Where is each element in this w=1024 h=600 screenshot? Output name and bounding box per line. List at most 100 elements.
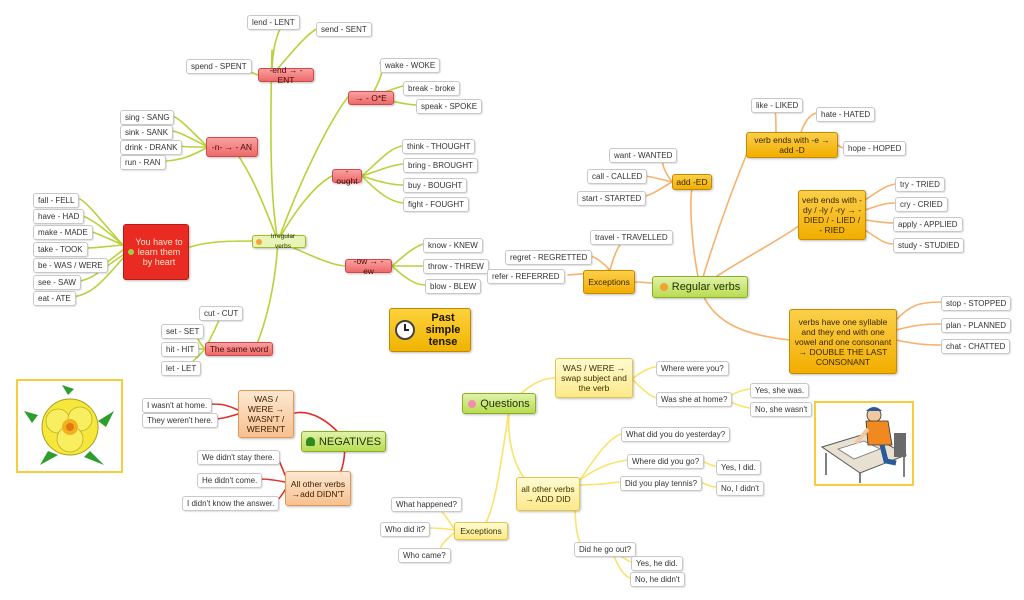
bullet-icon (468, 399, 477, 408)
irregular-verbs-label: Irregular verbs (270, 232, 296, 250)
question-leaf[interactable]: Where were you? (656, 361, 729, 376)
swap-subject-node[interactable]: WAS / WERE → swap subject and the verb (555, 358, 633, 398)
verb-leaf[interactable]: study - STUDIED (893, 238, 965, 253)
oe-node[interactable]: → - O*E (348, 91, 394, 105)
negative-leaf[interactable]: They weren't here. (142, 413, 219, 428)
negative-leaf[interactable]: I wasn't at home. (142, 398, 213, 413)
answer-leaf[interactable]: No, she wasn't (750, 402, 813, 417)
question-leaf[interactable]: Did he go out? (574, 542, 637, 557)
verb-leaf[interactable]: hit - HIT (161, 342, 200, 357)
regular-exceptions-node[interactable]: Exceptions (583, 270, 635, 294)
negative-leaf[interactable]: I didn't know the answer. (182, 496, 280, 511)
question-leaf[interactable]: What happened? (391, 497, 462, 512)
verb-leaf[interactable]: regret - REGRETTED (505, 250, 593, 265)
negatives-node[interactable]: NEGATIVES (301, 431, 386, 452)
verb-leaf[interactable]: drink - DRANK (120, 140, 183, 155)
verb-leaf[interactable]: wake - WOKE (380, 58, 441, 73)
verb-leaf[interactable]: spend - SPENT (186, 59, 252, 74)
verb-leaf[interactable]: chat - CHATTED (941, 339, 1011, 354)
verb-leaf[interactable]: sing - SANG (120, 110, 175, 125)
learn-by-heart-node[interactable]: You have to learn them by heart (123, 224, 189, 280)
end-ent-node[interactable]: -end → -ENT (258, 65, 314, 85)
flower-icon (24, 385, 114, 465)
student-writing-icon (820, 407, 908, 483)
verb-leaf[interactable]: refer - REFERRED (487, 269, 565, 284)
negative-leaf[interactable]: We didn't stay there. (197, 450, 280, 465)
double-consonant-node[interactable]: verbs have one syllable and they end wit… (789, 309, 897, 374)
verb-leaf[interactable]: run - RAN (120, 155, 166, 170)
verb-leaf[interactable]: buy - BOUGHT (403, 178, 468, 193)
verb-leaf[interactable]: sink - SANK (120, 125, 174, 140)
regular-verbs-node[interactable]: Regular verbs (652, 276, 748, 298)
answer-leaf[interactable]: No, he didn't (630, 572, 685, 587)
verb-leaf[interactable]: fight - FOUGHT (403, 197, 470, 212)
verb-leaf[interactable]: let - LET (161, 361, 202, 376)
ends-with-e-node[interactable]: verb ends with -e → add -D (746, 132, 838, 158)
wasnt-node[interactable]: WAS / WERE → WASN'T / WEREN'T (238, 390, 294, 438)
verb-leaf[interactable]: be - WAS / WERE (33, 258, 108, 273)
flower-image-frame (16, 379, 123, 473)
verb-leaf[interactable]: try - TRIED (895, 177, 945, 192)
verb-leaf[interactable]: have - HAD (33, 209, 85, 224)
bullet-icon (659, 283, 668, 291)
regular-verbs-label: Regular verbs (671, 281, 741, 293)
negative-leaf[interactable]: He didn't come. (197, 473, 263, 488)
verb-leaf[interactable]: like - LIKED (751, 98, 804, 113)
answer-leaf[interactable]: Yes, he did. (631, 556, 683, 571)
verb-leaf[interactable]: know - KNEW (423, 238, 483, 253)
verb-leaf[interactable]: start - STARTED (577, 191, 647, 206)
learn-by-heart-label: You have to learn them by heart (135, 237, 183, 267)
verb-leaf[interactable]: throw - THREW (423, 259, 489, 274)
verb-leaf[interactable]: take - TOOK (33, 242, 88, 257)
questions-exceptions-node[interactable]: Exceptions (454, 522, 508, 540)
tree-icon (305, 437, 315, 446)
questions-node[interactable]: Questions (462, 393, 536, 414)
verb-leaf[interactable]: speak - SPOKE (416, 99, 483, 114)
verb-leaf[interactable]: bring - BROUGHT (403, 158, 478, 173)
didnt-node[interactable]: All other verbs →add DIDN'T (285, 471, 351, 506)
bullet-icon (256, 238, 262, 245)
question-leaf[interactable]: Who did it? (380, 522, 431, 537)
verb-leaf[interactable]: blow - BLEW (425, 279, 482, 294)
verb-leaf[interactable]: plan - PLANNED (941, 318, 1012, 333)
verb-leaf[interactable]: lend - LENT (247, 15, 300, 30)
question-leaf[interactable]: Did you play tennis? (620, 476, 703, 491)
irregular-verbs-node[interactable]: Irregular verbs (252, 233, 306, 250)
verb-leaf[interactable]: set - SET (161, 324, 205, 339)
verb-leaf[interactable]: think - THOUGHT (402, 139, 476, 154)
answer-leaf[interactable]: Yes, she was. (750, 383, 810, 398)
question-leaf[interactable]: Was she at home? (656, 392, 733, 407)
same-word-node[interactable]: The same word (205, 342, 273, 356)
add-did-node[interactable]: all other verbs → ADD DID (516, 477, 580, 511)
question-leaf[interactable]: Where did you go? (627, 454, 705, 469)
ends-with-y-node[interactable]: verb ends with -dy / -ly / -ry → -DIED /… (798, 190, 866, 240)
negatives-label: NEGATIVES (318, 435, 382, 448)
n-an-node[interactable]: -n- → - AN (206, 137, 258, 157)
question-leaf[interactable]: What did you do yesterday? (621, 427, 731, 442)
answer-leaf[interactable]: No, I didn't (716, 481, 764, 496)
verb-leaf[interactable]: send - SENT (316, 22, 372, 37)
verb-leaf[interactable]: hate - HATED (816, 107, 876, 122)
central-topic-label: Past simple tense (425, 312, 461, 348)
verb-leaf[interactable]: make - MADE (33, 225, 93, 240)
verb-leaf[interactable]: stop - STOPPED (941, 296, 1012, 311)
verb-leaf[interactable]: see - SAW (33, 275, 81, 290)
verb-leaf[interactable]: want - WANTED (609, 148, 678, 163)
question-leaf[interactable]: Who came? (398, 548, 451, 563)
questions-label: Questions (480, 397, 530, 410)
verb-leaf[interactable]: travel - TRAVELLED (590, 230, 673, 245)
verb-leaf[interactable]: call - CALLED (587, 169, 648, 184)
ow-ew-node[interactable]: -ow → -ew (345, 256, 392, 276)
verb-leaf[interactable]: cut - CUT (199, 306, 244, 321)
add-ed-node[interactable]: add -ED (672, 174, 712, 190)
ought-node[interactable]: -ought (332, 166, 362, 186)
verb-leaf[interactable]: break - broke (403, 81, 461, 96)
verb-leaf[interactable]: cry - CRIED (895, 197, 948, 212)
verb-leaf[interactable]: eat - ATE (33, 291, 76, 306)
verb-leaf[interactable]: apply - APPLIED (893, 217, 963, 232)
verb-leaf[interactable]: hope - HOPED (843, 141, 907, 156)
answer-leaf[interactable]: Yes, I did. (716, 460, 761, 475)
central-topic[interactable]: Past simple tense (389, 308, 471, 352)
verb-leaf[interactable]: fall - FELL (33, 193, 80, 208)
